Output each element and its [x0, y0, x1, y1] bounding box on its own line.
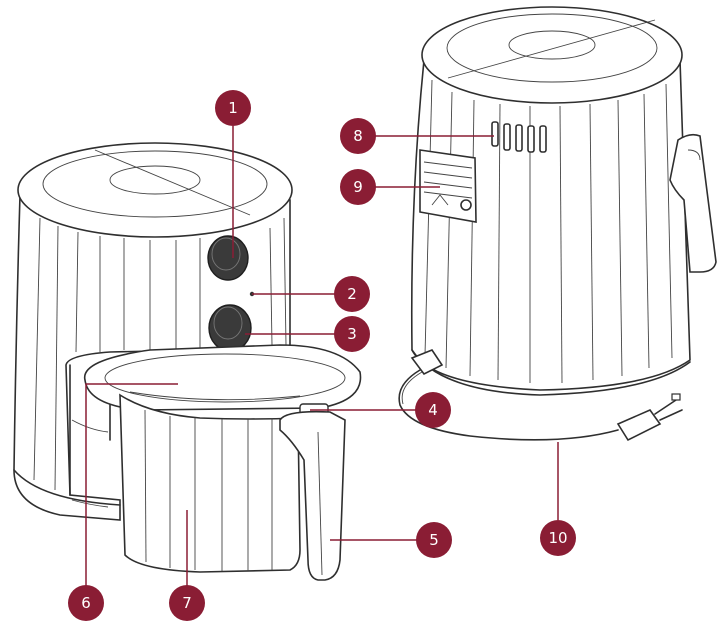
frying-pan-drawer — [120, 395, 300, 572]
callout-6-label: 6 — [81, 594, 91, 612]
temperature-knob — [209, 305, 251, 351]
callout-6: 6 — [68, 585, 104, 621]
callout-10-label: 10 — [548, 529, 567, 547]
timer-knob — [208, 236, 248, 280]
callout-3: 3 — [334, 316, 370, 352]
callout-2-label: 2 — [347, 285, 357, 303]
callout-1-label: 1 — [228, 99, 238, 117]
front-lid — [18, 143, 292, 237]
callout-2: 2 — [334, 276, 370, 312]
callout-4: 4 — [415, 392, 451, 428]
callout-1: 1 — [215, 90, 251, 126]
callout-7: 7 — [169, 585, 205, 621]
back-air-fryer — [412, 7, 716, 395]
callout-3-label: 3 — [347, 325, 357, 343]
callout-5-label: 5 — [429, 531, 439, 549]
rating-label-panel — [420, 150, 476, 222]
callout-9-label: 9 — [353, 178, 363, 196]
callout-4-label: 4 — [428, 401, 438, 419]
power-plug — [618, 394, 682, 440]
back-lid — [422, 7, 682, 103]
callout-9: 9 — [340, 169, 376, 205]
callout-8-label: 8 — [353, 127, 363, 145]
callout-10: 10 — [540, 520, 576, 556]
callout-7-label: 7 — [182, 594, 192, 612]
callout-5: 5 — [416, 522, 452, 558]
callout-8: 8 — [340, 118, 376, 154]
